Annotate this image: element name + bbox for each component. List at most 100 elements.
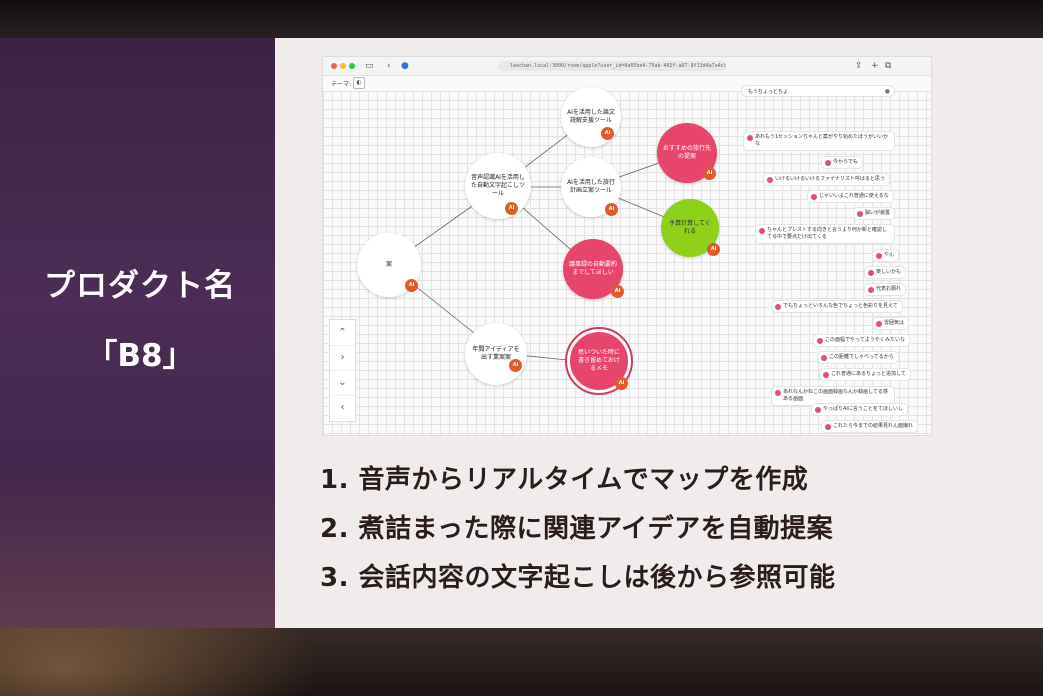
- feature-list: 1. 音声からリアルタイムでマップを作成 2. 煮詰まった際に関連アイデアを自動…: [320, 456, 1000, 603]
- ai-badge[interactable]: Ai: [405, 279, 418, 292]
- node-label: AIを活用した論文読解支援ツール: [567, 109, 615, 124]
- chevron-right-icon[interactable]: ›: [330, 345, 355, 371]
- node-label: 予算計算してくれる: [669, 220, 711, 235]
- transcript-message: でもちょっといろんな色でちょっと色彩りを見えて: [771, 300, 903, 313]
- ai-badge[interactable]: Ai: [615, 377, 628, 390]
- user-avatar-icon: [823, 372, 829, 378]
- transcript-live-input[interactable]: もうちょっとちょ ●: [741, 85, 895, 97]
- node-label: 案: [385, 261, 392, 268]
- user-avatar-icon: [876, 321, 882, 327]
- canvas-nav-controls: ⌃ › ⌄ ‹: [329, 319, 356, 422]
- microphone-icon[interactable]: ●: [884, 88, 890, 95]
- presentation-slide: プロダクト名 「B8」 ▭ ‹ ● leechan.local:3000/roo…: [0, 38, 1043, 628]
- ai-badge[interactable]: Ai: [601, 127, 614, 140]
- node-minutes-summary[interactable]: 議事録の自動要約までしてほしい: [563, 239, 623, 299]
- message-text: じゃいいよこれ普通に使えるな: [819, 193, 889, 199]
- user-avatar-icon: [876, 253, 882, 259]
- transcript-message: 楽しいかも: [864, 266, 907, 279]
- ai-badge[interactable]: Ai: [505, 202, 518, 215]
- node-annual-ideas[interactable]: 年間アイディアを出す業案案: [465, 323, 527, 385]
- product-code: 「B8」: [86, 338, 194, 374]
- product-name-heading: プロダクト名: [44, 268, 236, 304]
- node-label: 思いついた時に書き留めておけるメモ: [577, 349, 620, 372]
- message-text: これたら今までの結果見れん面撮れ: [833, 423, 914, 429]
- node-label: AIを活用した旅行計画立案ツール: [567, 179, 615, 194]
- node-label: 年間アイディアを出す業案案: [472, 346, 520, 361]
- transcript-message: 脳いが装置: [853, 207, 896, 220]
- back-arrow-icon[interactable]: ‹: [387, 61, 391, 71]
- transcript-message: いけるいけるいけるファイナリスト呼ばると思う: [763, 173, 890, 186]
- transcript-message: これ普通にあるちょっと追加して: [819, 368, 911, 381]
- ai-badge[interactable]: Ai: [605, 203, 618, 216]
- message-text: やっぱりAIに言うことをてほしいし: [823, 406, 903, 412]
- ai-badge[interactable]: Ai: [611, 285, 624, 298]
- ai-badge[interactable]: Ai: [509, 359, 522, 372]
- user-avatar-icon: [825, 424, 831, 430]
- chevron-down-icon[interactable]: ⌄: [330, 370, 355, 396]
- user-avatar-icon: [817, 338, 823, 344]
- share-icon[interactable]: ⇪: [855, 61, 863, 71]
- sidebar-icon[interactable]: ▭: [365, 61, 374, 71]
- transcript-message: この面幅でやってようやくみたいな: [813, 334, 910, 347]
- message-text: ちゃんとプレストする向きと言うより何か新と確認してる中で要点だけ出てくる: [767, 227, 887, 240]
- transcript-message: 今からでも: [821, 156, 863, 169]
- message-text: でもちょっといろんな色でちょっと色彩りを見えて: [783, 303, 898, 309]
- message-text: 脳いが装置: [865, 210, 891, 216]
- transcript-message: 雰囲気は: [872, 317, 910, 330]
- message-text: やん: [884, 252, 895, 258]
- feature-item: 3. 会話内容の文字起こしは後から参照可能: [320, 563, 836, 593]
- user-avatar-icon: [759, 228, 765, 234]
- transcript-message: じゃいいよこれ普通に使えるな: [807, 190, 894, 203]
- node-speech-transcription[interactable]: 音声認識AIを活用した自動文字起こしツール: [465, 153, 531, 219]
- message-text: この距離でしゃべってるから: [829, 354, 894, 360]
- stage-floor: [0, 625, 1043, 696]
- user-avatar-icon: [767, 177, 773, 183]
- message-text: あれもう1セッションちゃんと案がやり始めたほうがいいかな: [755, 134, 889, 147]
- transcript-message: あれもう1セッションちゃんと案がやり始めたほうがいいかな: [743, 131, 895, 151]
- node-label: 音声認識AIを活用した自動文字起こしツール: [471, 174, 526, 197]
- url-bar[interactable]: leechan.local:3000/room/apple?user_id=0a…: [498, 61, 726, 71]
- message-text: これ普通にあるちょっと追加して: [831, 371, 906, 377]
- tabs-overview-icon[interactable]: ⧉: [885, 61, 892, 71]
- transcript-message: これたら今までの結果見れん面撮れ: [821, 420, 919, 433]
- user-avatar-icon: [775, 304, 781, 310]
- message-text: 代表お願れ: [876, 286, 902, 292]
- message-text: いけるいけるいけるファイナリスト呼ばると思う: [775, 176, 885, 182]
- transcript-message: ちゃんとプレストする向きと言うより何か新と確認してる中で要点だけ出てくる: [755, 224, 895, 244]
- user-avatar-icon: [811, 194, 817, 200]
- node-label: おすすめの旅行先の提案: [663, 145, 712, 160]
- ai-badge[interactable]: Ai: [703, 167, 716, 180]
- user-avatar-icon: [821, 355, 827, 361]
- transcript-message: やん: [872, 249, 900, 262]
- chevron-left-icon[interactable]: ‹: [340, 402, 345, 413]
- app-screenshot: ▭ ‹ ● leechan.local:3000/room/apple?user…: [322, 56, 932, 436]
- transcript-message: 代表お願れ: [864, 283, 907, 296]
- message-text: 今からでも: [833, 159, 858, 165]
- maximize-window-dot[interactable]: [349, 63, 355, 69]
- node-label: 議事録の自動要約までしてほしい: [569, 261, 618, 276]
- user-avatar-icon: [857, 211, 863, 217]
- transcript-live-text: もうちょっとちょ: [748, 89, 788, 95]
- slide-left-panel: プロダクト名 「B8」: [0, 38, 275, 628]
- new-tab-icon[interactable]: +: [871, 61, 879, 71]
- message-text: 雰囲気は: [884, 320, 905, 326]
- user-avatar-icon: [825, 160, 831, 166]
- user-avatar-icon: [868, 270, 874, 276]
- transcript-message: この距離でしゃべってるから: [817, 351, 899, 364]
- user-avatar-icon: [815, 407, 821, 413]
- browser-titlebar: ▭ ‹ ● leechan.local:3000/room/apple?user…: [323, 57, 931, 76]
- user-avatar-icon: [775, 390, 781, 396]
- user-avatar-icon: [747, 135, 753, 141]
- chevron-up-icon[interactable]: ⌃: [330, 320, 355, 346]
- palette-icon[interactable]: ◐: [353, 77, 365, 89]
- message-text: この面幅でやってようやくみたいな: [825, 337, 905, 343]
- minimize-window-dot[interactable]: [340, 63, 346, 69]
- feature-item: 2. 煮詰まった際に関連アイデアを自動提案: [320, 514, 834, 544]
- feature-item: 1. 音声からリアルタイムでマップを作成: [320, 465, 809, 495]
- close-window-dot[interactable]: [331, 63, 337, 69]
- transcript-message: やっぱりAIに言うことをてほしいし: [811, 403, 908, 416]
- message-text: 楽しいかも: [876, 269, 902, 275]
- stage-ceiling: [0, 0, 1043, 40]
- ai-badge[interactable]: Ai: [707, 243, 720, 256]
- shield-icon: ●: [401, 61, 409, 71]
